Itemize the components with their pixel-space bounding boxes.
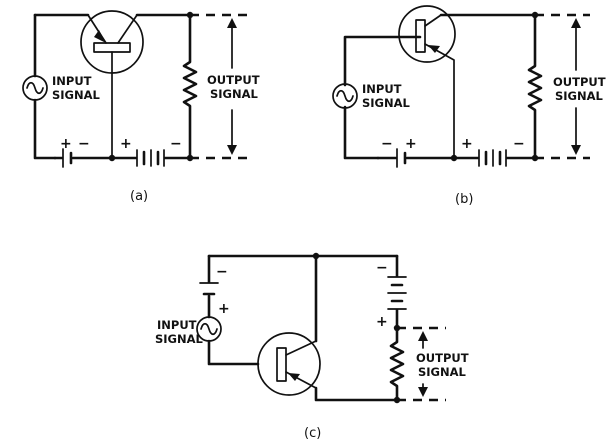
- input-battery-a: + −: [53, 136, 114, 168]
- circuit-a: + − + −: [22, 10, 260, 204]
- output-signal-label-a: SIGNAL: [210, 87, 259, 101]
- minus-sign: −: [78, 136, 90, 152]
- output-signal-label-c: SIGNAL: [418, 365, 467, 379]
- plus-sign: +: [376, 314, 388, 330]
- transistor-c: [257, 332, 321, 396]
- minus-sign: −: [216, 264, 228, 280]
- caption-b: (b): [455, 192, 473, 207]
- ac-source-a: [22, 75, 48, 101]
- input-battery-b: − +: [376, 136, 456, 168]
- minus-sign: −: [170, 136, 182, 152]
- load-resistor-b: [527, 13, 543, 160]
- caption-a: (a): [130, 189, 148, 204]
- output-signal-label-b: OUTPUT: [553, 75, 606, 89]
- minus-sign: −: [513, 136, 525, 152]
- input-signal-label-b: SIGNAL: [362, 96, 411, 110]
- plus-sign: +: [218, 301, 230, 317]
- output-battery-a: + −: [110, 136, 192, 167]
- minus-sign: −: [381, 136, 393, 152]
- ac-source-c: [196, 316, 222, 342]
- output-battery-b: + −: [452, 136, 537, 167]
- output-signal-label-a: OUTPUT: [207, 73, 260, 87]
- transistor-a: [80, 10, 144, 159]
- output-arrow-c: [418, 331, 428, 397]
- circuit-b: − + + −: [332, 5, 606, 207]
- minus-sign: −: [376, 260, 388, 276]
- input-signal-label-c: SIGNAL: [155, 332, 204, 346]
- output-arrow-a: [227, 18, 237, 155]
- input-signal-label-a: SIGNAL: [52, 88, 101, 102]
- load-resistor-c: [389, 326, 405, 402]
- output-battery-c: − +: [376, 254, 407, 330]
- output-arrow-b: [571, 18, 581, 155]
- load-resistor-a: [182, 13, 198, 160]
- input-signal-label-b: INPUT: [362, 82, 402, 96]
- ac-source-b: [332, 83, 358, 109]
- input-signal-label-c: INPUT: [157, 318, 197, 332]
- plus-sign: +: [60, 136, 72, 152]
- circuit-c: − + − +: [155, 252, 469, 441]
- output-signal-label-b: SIGNAL: [555, 89, 604, 103]
- transistor-b: [398, 5, 456, 159]
- input-battery-c: − +: [199, 264, 230, 317]
- output-signal-label-c: OUTPUT: [416, 351, 469, 365]
- plus-sign: +: [405, 136, 417, 152]
- caption-c: (c): [304, 426, 321, 441]
- plus-sign: +: [120, 136, 132, 152]
- input-signal-label-a: INPUT: [52, 74, 92, 88]
- plus-sign: +: [461, 136, 473, 152]
